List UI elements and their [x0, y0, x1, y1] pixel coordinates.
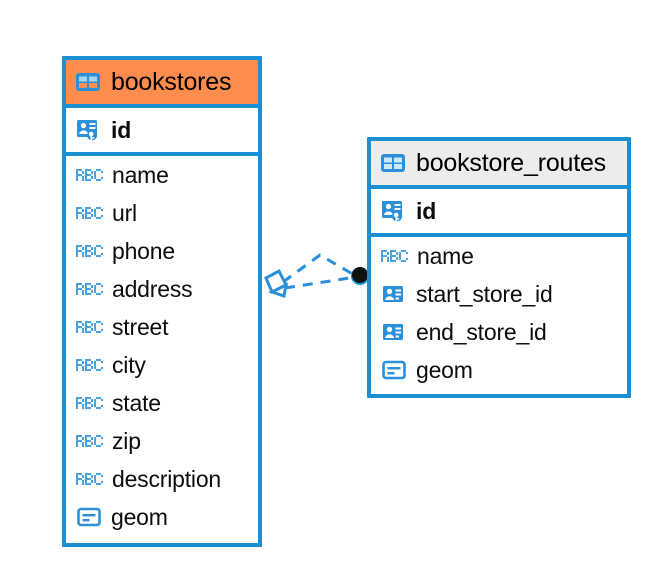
column-row-street[interactable]: street [66, 308, 258, 346]
column-row-city[interactable]: city [66, 346, 258, 384]
column-row-start-store-id[interactable]: start_store_id [371, 275, 627, 313]
column-row-name[interactable]: name [66, 156, 258, 194]
column-label: id [111, 116, 132, 143]
primary-key-section-bookstores: id [66, 108, 258, 156]
column-label: url [112, 199, 137, 226]
abc-text-icon [76, 166, 103, 184]
column-row-zip[interactable]: zip [66, 422, 258, 460]
foreign-key-icon [381, 319, 407, 345]
abc-text-icon [76, 394, 103, 412]
column-label: zip [112, 427, 141, 454]
column-label: name [112, 161, 169, 188]
column-row-url[interactable]: url [66, 194, 258, 232]
column-label: phone [112, 237, 175, 264]
column-row-state[interactable]: state [66, 384, 258, 422]
column-row-end-store-id[interactable]: end_store_id [371, 313, 627, 351]
entity-title: bookstores [111, 67, 232, 96]
column-label: geom [111, 503, 168, 530]
column-label: end_store_id [416, 318, 547, 345]
table-icon [75, 69, 101, 95]
primary-key-section-bookstore-routes: id [371, 189, 627, 237]
primary-key-icon [76, 117, 102, 143]
column-row-address[interactable]: address [66, 270, 258, 308]
geometry-icon [381, 357, 407, 383]
column-label: geom [416, 356, 473, 383]
column-row-geom[interactable]: geom [371, 351, 627, 389]
primary-key-icon [381, 198, 407, 224]
abc-text-icon [76, 470, 103, 488]
column-label: start_store_id [416, 280, 553, 307]
relationship-line-upper [282, 253, 357, 284]
entity-header-bookstores[interactable]: bookstores [66, 60, 258, 108]
column-label: street [112, 313, 169, 340]
relationship-source-marker [264, 268, 289, 298]
column-section-bookstore-routes: name start_store_id [371, 237, 627, 389]
foreign-key-icon [381, 281, 407, 307]
abc-text-icon [76, 280, 103, 298]
column-row-phone[interactable]: phone [66, 232, 258, 270]
relationship-line-lower [284, 275, 357, 290]
entity-table-bookstore-routes[interactable]: bookstore_routes [367, 137, 631, 398]
column-label: address [112, 275, 193, 302]
column-row-name[interactable]: name [371, 237, 627, 275]
abc-text-icon [381, 247, 408, 265]
entity-header-bookstore-routes[interactable]: bookstore_routes [371, 141, 627, 189]
abc-text-icon [76, 432, 103, 450]
column-label: name [417, 242, 474, 269]
column-label: state [112, 389, 161, 416]
column-row-description[interactable]: description [66, 460, 258, 498]
column-section-bookstores: name [66, 156, 258, 536]
abc-text-icon [76, 242, 103, 260]
column-label: city [112, 351, 146, 378]
abc-text-icon [76, 356, 103, 374]
column-row-geom[interactable]: geom [66, 498, 258, 536]
column-row-id[interactable]: id [371, 189, 627, 233]
entity-table-bookstores[interactable]: bookstores [62, 56, 262, 547]
geometry-icon [76, 504, 102, 530]
abc-text-icon [76, 204, 103, 222]
abc-text-icon [76, 318, 103, 336]
column-row-id[interactable]: id [66, 108, 258, 152]
column-label: id [416, 197, 437, 224]
column-label: description [112, 465, 222, 492]
table-icon [380, 150, 406, 176]
entity-title: bookstore_routes [416, 148, 606, 177]
